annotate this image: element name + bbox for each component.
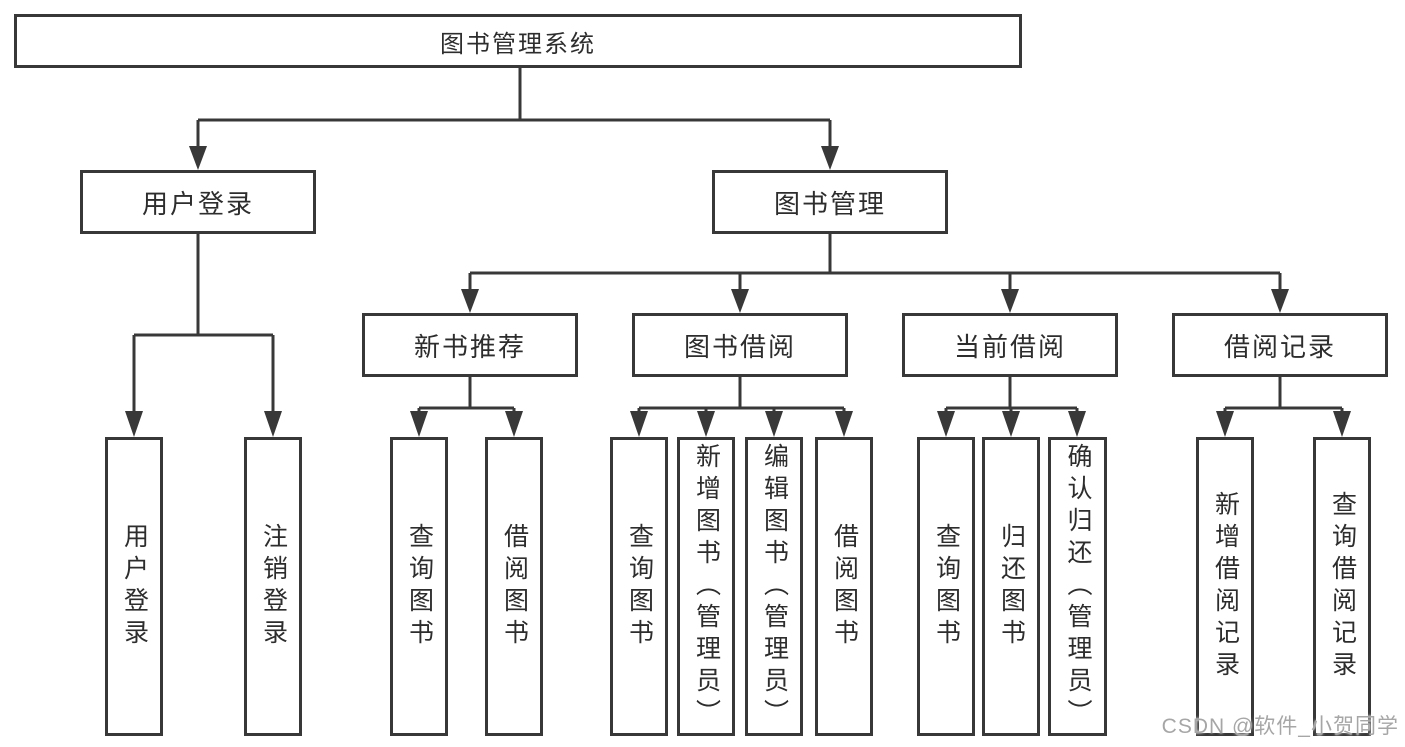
leaf-logout-label: 注销登录 bbox=[259, 522, 288, 651]
leaf-nr-query-book-label: 查询图书 bbox=[405, 522, 434, 651]
leaf-cb-confirm-return-admin-label: 确认归还（管理员） bbox=[1064, 442, 1092, 731]
leaf-user-login: 用户登录 bbox=[105, 437, 163, 736]
leaf-nr-query-book: 查询图书 bbox=[390, 437, 448, 736]
leaf-logout: 注销登录 bbox=[244, 437, 302, 736]
leaf-bb-borrow-book-label: 借阅图书 bbox=[830, 522, 859, 651]
leaf-br-add-record: 新增借阅记录 bbox=[1196, 437, 1254, 736]
leaf-user-login-label: 用户登录 bbox=[120, 522, 149, 651]
leaf-bb-edit-book-admin-label: 编辑图书（管理员） bbox=[760, 442, 789, 731]
leaf-bb-query-book-label: 查询图书 bbox=[625, 522, 654, 651]
node-borrow-records-label: 借阅记录 bbox=[1223, 331, 1336, 362]
node-new-book-recommend: 新书推荐 bbox=[362, 313, 578, 377]
leaf-bb-borrow-book: 借阅图书 bbox=[815, 437, 873, 736]
node-book-management: 图书管理 bbox=[712, 170, 948, 234]
leaf-br-query-record-label: 查询借阅记录 bbox=[1328, 490, 1357, 683]
leaf-br-add-record-label: 新增借阅记录 bbox=[1211, 490, 1240, 683]
node-user-login-label: 用户登录 bbox=[141, 188, 254, 219]
leaf-cb-query-book-label: 查询图书 bbox=[932, 522, 961, 651]
node-book-borrow-label: 图书借阅 bbox=[683, 331, 796, 362]
leaf-br-query-record: 查询借阅记录 bbox=[1313, 437, 1371, 736]
leaf-cb-return-book: 归还图书 bbox=[982, 437, 1040, 736]
node-root-label: 图书管理系统 bbox=[440, 30, 596, 58]
leaf-bb-add-book-admin-label: 新增图书（管理员） bbox=[692, 442, 721, 731]
node-root: 图书管理系统 bbox=[14, 14, 1022, 68]
leaf-bb-query-book: 查询图书 bbox=[610, 437, 668, 736]
connector-paths bbox=[132, 68, 1344, 413]
node-book-borrow: 图书借阅 bbox=[632, 313, 848, 377]
node-current-borrow-label: 当前借阅 bbox=[953, 331, 1066, 362]
leaf-nr-borrow-book: 借阅图书 bbox=[485, 437, 543, 736]
leaf-nr-borrow-book-label: 借阅图书 bbox=[500, 522, 529, 651]
arrowhead-icons bbox=[125, 146, 1351, 437]
leaf-bb-add-book-admin: 新增图书（管理员） bbox=[677, 437, 735, 736]
leaf-cb-query-book: 查询图书 bbox=[917, 437, 975, 736]
leaf-cb-return-book-label: 归还图书 bbox=[997, 522, 1026, 651]
node-new-book-recommend-label: 新书推荐 bbox=[413, 331, 526, 362]
leaf-bb-edit-book-admin: 编辑图书（管理员） bbox=[745, 437, 803, 736]
node-book-management-label: 图书管理 bbox=[773, 188, 886, 219]
node-current-borrow: 当前借阅 bbox=[902, 313, 1118, 377]
node-borrow-records: 借阅记录 bbox=[1172, 313, 1388, 377]
leaf-cb-confirm-return-admin: 确认归还（管理员） bbox=[1048, 437, 1107, 736]
csdn-watermark: CSDN @软件_小贺同学 bbox=[1161, 715, 1399, 738]
node-user-login: 用户登录 bbox=[80, 170, 316, 234]
